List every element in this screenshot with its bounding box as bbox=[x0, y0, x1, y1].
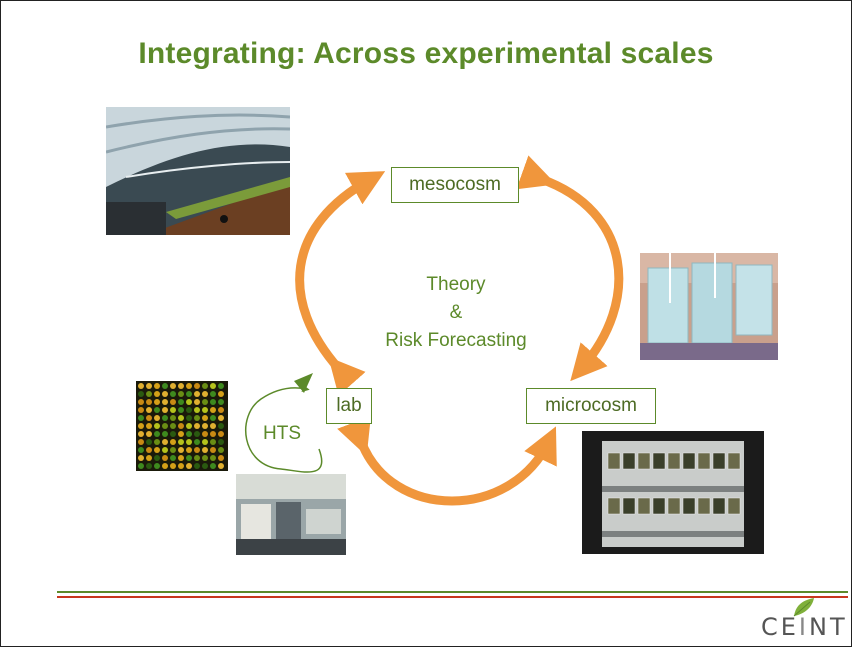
center-line-1: Theory bbox=[426, 274, 486, 295]
mesocosm-box: mesocosm bbox=[391, 167, 519, 203]
microcosm-box: microcosm bbox=[526, 388, 656, 424]
jars-shelf-photo bbox=[582, 431, 764, 554]
center-text: Theory & Risk Forecasting bbox=[341, 271, 571, 355]
ceint-logo: CEINT bbox=[761, 613, 848, 641]
lab-equipment-photo bbox=[236, 474, 346, 555]
logo-text-mid: I bbox=[798, 613, 809, 641]
aquarium-photo bbox=[640, 253, 778, 360]
center-line-3: Risk Forecasting bbox=[385, 330, 527, 351]
hts-loop-arrow bbox=[245, 384, 323, 473]
lab-box: lab bbox=[326, 388, 372, 424]
hts-label: HTS bbox=[263, 423, 301, 444]
arrow-lab-microcosm bbox=[337, 416, 557, 506]
leaf-icon bbox=[793, 598, 814, 617]
divider-green bbox=[57, 591, 848, 593]
slide-title: Integrating: Across experimental scales bbox=[138, 37, 714, 70]
arrow-mesocosm-microcosm bbox=[516, 155, 624, 382]
logo-text-right: NT bbox=[809, 613, 848, 641]
hts-arrowhead bbox=[294, 373, 313, 393]
logo-text-left: CE bbox=[761, 613, 799, 641]
greenhouse-photo bbox=[106, 107, 290, 235]
arrow-lab-mesocosm bbox=[295, 171, 386, 396]
center-line-2: & bbox=[449, 302, 463, 323]
divider-red bbox=[57, 596, 848, 598]
microarray-photo bbox=[136, 381, 228, 471]
